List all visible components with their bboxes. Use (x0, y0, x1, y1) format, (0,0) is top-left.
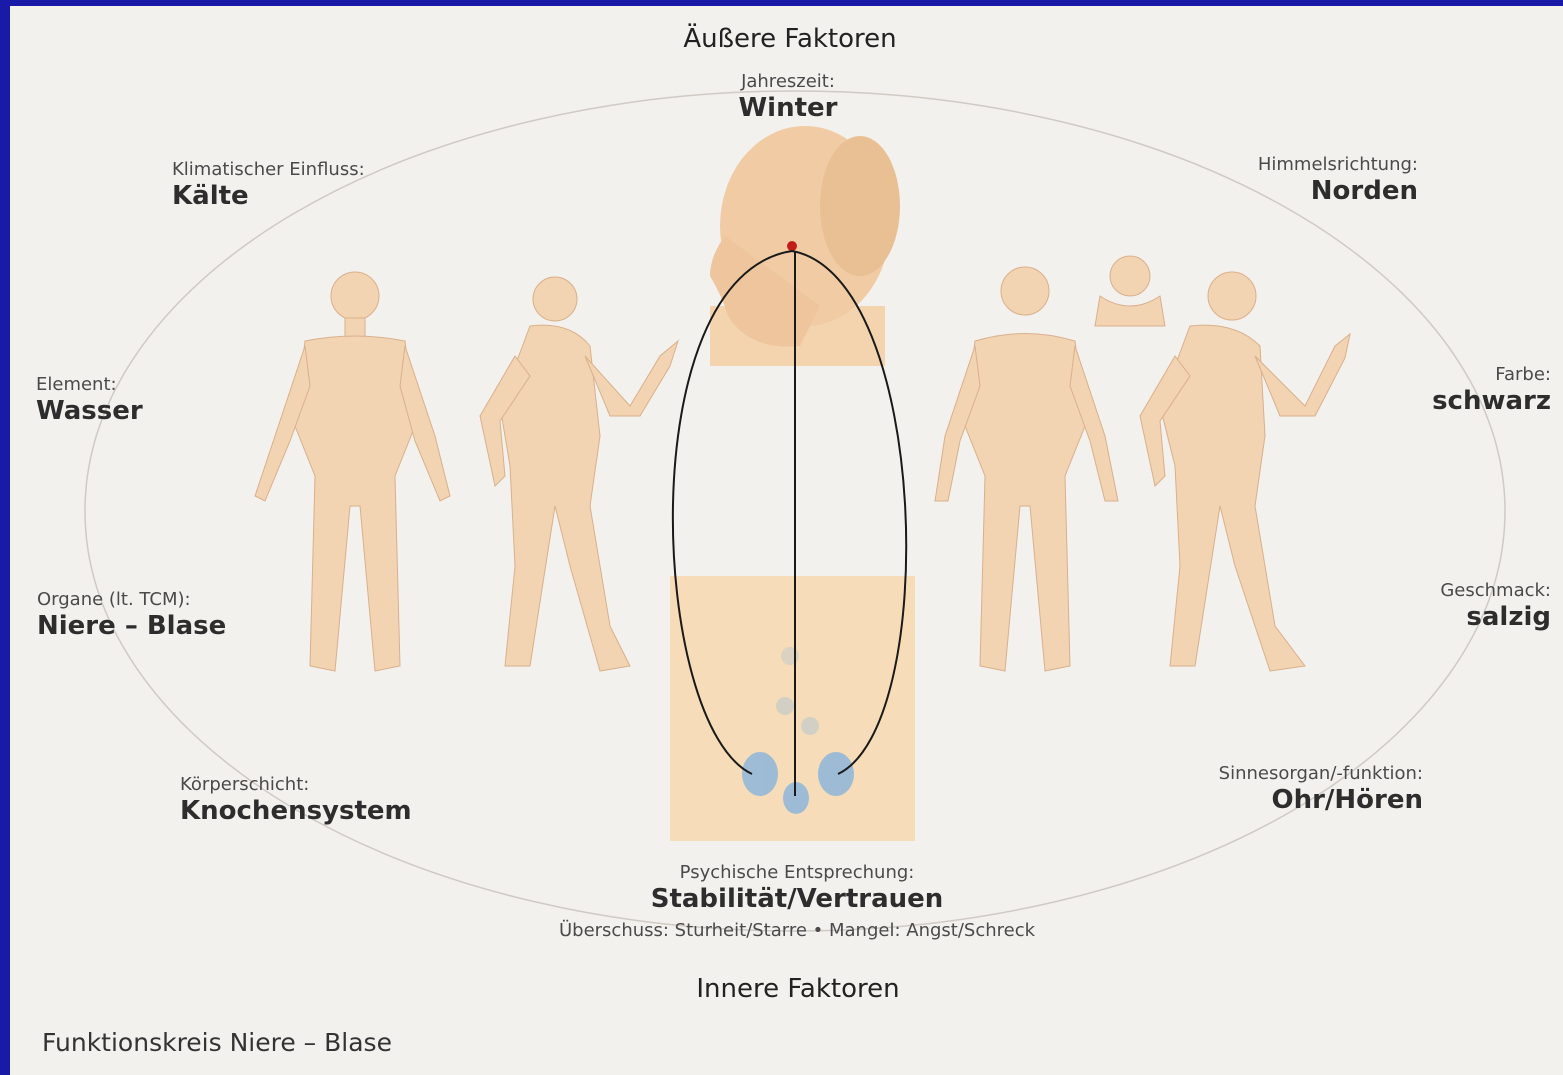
direction-value: Norden (1258, 176, 1418, 206)
body-figure-side-left (480, 277, 678, 671)
direction-key: Himmelsrichtung: (1258, 154, 1418, 176)
diagram-caption: Funktionskreis Niere – Blase (42, 1028, 392, 1057)
body-figure-back (935, 256, 1165, 671)
season-label: Jahreszeit: Winter (739, 71, 838, 123)
outer-factors-heading: Äußere Faktoren (683, 24, 896, 54)
psyche-key: Psychische Entsprechung: (559, 862, 1035, 884)
color-label: Farbe: schwarz (1432, 364, 1551, 416)
direction-label: Himmelsrichtung: Norden (1258, 154, 1418, 206)
climate-label: Klimatischer Einfluss: Kälte (172, 159, 365, 211)
climate-key: Klimatischer Einfluss: (172, 159, 365, 181)
season-key: Jahreszeit: (739, 71, 838, 93)
taste-value: salzig (1440, 602, 1551, 632)
psyche-note: Überschuss: Sturheit/Starre • Mangel: An… (559, 920, 1035, 942)
head-figure (710, 126, 900, 366)
organs-value: Niere – Blase (37, 611, 226, 641)
body-figure-side-right (1140, 272, 1350, 671)
sense-value: Ohr/Hören (1219, 785, 1423, 815)
climate-value: Kälte (172, 181, 365, 211)
body-figure-front (255, 272, 450, 671)
color-key: Farbe: (1432, 364, 1551, 386)
color-value: schwarz (1432, 386, 1551, 416)
psyche-label: Psychische Entsprechung: Stabilität/Vert… (559, 862, 1035, 942)
psyche-value: Stabilität/Vertrauen (559, 884, 1035, 914)
sense-key: Sinnesorgan/-funktion: (1219, 763, 1423, 785)
tissue-label: Körperschicht: Knochensystem (180, 774, 412, 826)
element-label: Element: Wasser (36, 374, 143, 426)
diagram-panel: Äußere Faktoren Innere Faktoren Funktion… (10, 6, 1563, 1075)
organs-key: Organe (lt. TCM): (37, 589, 226, 611)
sense-label: Sinnesorgan/-funktion: Ohr/Hören (1219, 763, 1423, 815)
season-value: Winter (739, 93, 838, 123)
organs-label: Organe (lt. TCM): Niere – Blase (37, 589, 226, 641)
taste-key: Geschmack: (1440, 580, 1551, 602)
element-value: Wasser (36, 396, 143, 426)
element-key: Element: (36, 374, 143, 396)
tissue-value: Knochensystem (180, 796, 412, 826)
inner-factors-heading: Innere Faktoren (696, 974, 899, 1004)
tissue-key: Körperschicht: (180, 774, 412, 796)
taste-label: Geschmack: salzig (1440, 580, 1551, 632)
